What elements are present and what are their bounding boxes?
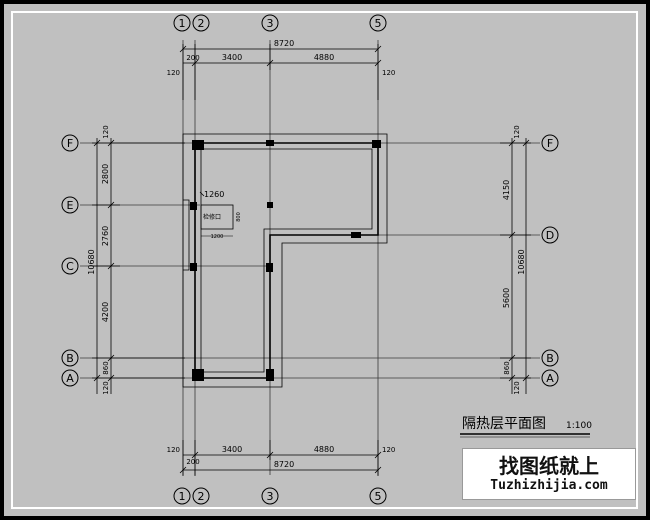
dim-right-860: 860 bbox=[503, 361, 511, 374]
column-mid bbox=[267, 202, 273, 208]
grid-bubble-labels: 1 2 3 5 1 2 3 5 F E C B A F D B A bbox=[66, 17, 554, 503]
watermark-cn: 找图纸就上 bbox=[499, 454, 599, 478]
dim-top-120-right: 120 bbox=[382, 69, 395, 77]
outer-wall-outline bbox=[182, 133, 388, 388]
site-watermark: 找图纸就上 Tuzhizhijia.com bbox=[462, 448, 636, 500]
column-F1 bbox=[192, 140, 204, 150]
column-D bbox=[351, 232, 361, 238]
bubble-top-3 bbox=[261, 14, 279, 32]
dim-1260: 1260 bbox=[204, 190, 224, 199]
bubble-right-A-label: A bbox=[546, 372, 554, 385]
bubble-top-3-label: 3 bbox=[267, 17, 274, 30]
column-C3 bbox=[266, 263, 273, 272]
wall-offset-detail bbox=[183, 199, 190, 271]
bubble-top-1-label: 1 bbox=[179, 17, 186, 30]
drawing-title: 隔热层平面图 bbox=[462, 416, 546, 432]
bubble-left-F bbox=[61, 134, 79, 152]
dim-left-2760: 2760 bbox=[101, 226, 110, 246]
bubble-bottom-5-label: 5 bbox=[375, 490, 382, 503]
grid-bubbles bbox=[61, 14, 559, 505]
dim-right-5600: 5600 bbox=[502, 288, 511, 308]
bubble-bottom-2 bbox=[192, 487, 210, 505]
column-F3 bbox=[266, 140, 274, 146]
dim-bottom-120-right: 120 bbox=[382, 446, 395, 454]
right-dimensions bbox=[500, 138, 531, 394]
bottom-dimensions bbox=[179, 440, 382, 476]
column-C bbox=[190, 263, 197, 271]
dim-right-4150: 4150 bbox=[502, 180, 511, 200]
bubble-top-5 bbox=[369, 14, 387, 32]
hatch-label: 检修口 bbox=[203, 213, 221, 221]
dim-bottom-3400: 3400 bbox=[222, 445, 242, 454]
dim-top-total: 8720 bbox=[274, 39, 294, 48]
drawing-scale: 1:100 bbox=[566, 421, 592, 431]
bubble-right-D-label: D bbox=[546, 229, 554, 242]
column-F5 bbox=[372, 140, 381, 148]
bubble-bottom-3-label: 3 bbox=[267, 490, 274, 503]
bubble-left-A-label: A bbox=[66, 372, 74, 385]
inspection-hatch bbox=[200, 204, 234, 230]
dim-top-3400: 3400 bbox=[222, 53, 242, 62]
column-E bbox=[190, 202, 197, 210]
bubble-left-F-label: F bbox=[67, 137, 73, 150]
bubble-left-A bbox=[61, 369, 79, 387]
column-B1 bbox=[192, 369, 204, 381]
bubble-bottom-1-label: 1 bbox=[179, 490, 186, 503]
dim-left-total: 10680 bbox=[87, 249, 96, 274]
dim-bottom-120-left: 120 bbox=[167, 446, 180, 454]
left-dimensions bbox=[92, 138, 185, 394]
watermark-url: Tuzhizhijia.com bbox=[490, 478, 608, 493]
inner-frame bbox=[11, 11, 638, 509]
bubble-right-A bbox=[541, 369, 559, 387]
bubble-left-C-label: C bbox=[66, 260, 74, 273]
bubble-top-5-label: 5 bbox=[375, 17, 382, 30]
bubble-right-B bbox=[541, 349, 559, 367]
bubble-bottom-5 bbox=[369, 487, 387, 505]
structural-columns bbox=[190, 140, 381, 381]
dim-left-120-top: 120 bbox=[102, 125, 110, 138]
dim-left-860: 860 bbox=[102, 361, 110, 374]
drawing-sheet bbox=[4, 4, 646, 516]
dim-top-120-left: 120 bbox=[167, 69, 180, 77]
bubble-left-E-label: E bbox=[67, 199, 74, 212]
bubble-top-2-label: 2 bbox=[198, 17, 205, 30]
dim-left-4200: 4200 bbox=[101, 302, 110, 322]
dim-right-120-bottom: 120 bbox=[513, 381, 521, 394]
bubble-right-B-label: B bbox=[546, 352, 554, 365]
dim-right-120-top: 120 bbox=[513, 125, 521, 138]
bubble-top-2 bbox=[192, 14, 210, 32]
bubble-left-B bbox=[61, 349, 79, 367]
bubble-left-B-label: B bbox=[66, 352, 74, 365]
dim-top-200: 200 bbox=[186, 54, 199, 62]
bubble-bottom-3 bbox=[261, 487, 279, 505]
bubble-right-F bbox=[541, 134, 559, 152]
dim-bottom-4880: 4880 bbox=[314, 445, 334, 454]
dim-bottom-200: 200 bbox=[186, 458, 199, 466]
hatch-height: 800 bbox=[236, 212, 242, 222]
dim-left-2800: 2800 bbox=[101, 164, 110, 184]
dim-right-total: 10680 bbox=[517, 249, 526, 274]
bubble-bottom-2-label: 2 bbox=[198, 490, 205, 503]
bubble-right-F-label: F bbox=[547, 137, 553, 150]
column-B3 bbox=[266, 369, 274, 381]
dim-bottom-total: 8720 bbox=[274, 460, 294, 469]
dim-top-4880: 4880 bbox=[314, 53, 334, 62]
bubble-left-E bbox=[61, 196, 79, 214]
bubble-left-C bbox=[61, 257, 79, 275]
bubble-bottom-1 bbox=[173, 487, 191, 505]
bubble-top-1 bbox=[173, 14, 191, 32]
dim-left-120-bottom: 120 bbox=[102, 381, 110, 394]
top-dimensions bbox=[179, 44, 382, 100]
bubble-right-D bbox=[541, 226, 559, 244]
hatch-width: 1200 bbox=[211, 234, 224, 240]
dim-1260-leader bbox=[199, 191, 205, 197]
